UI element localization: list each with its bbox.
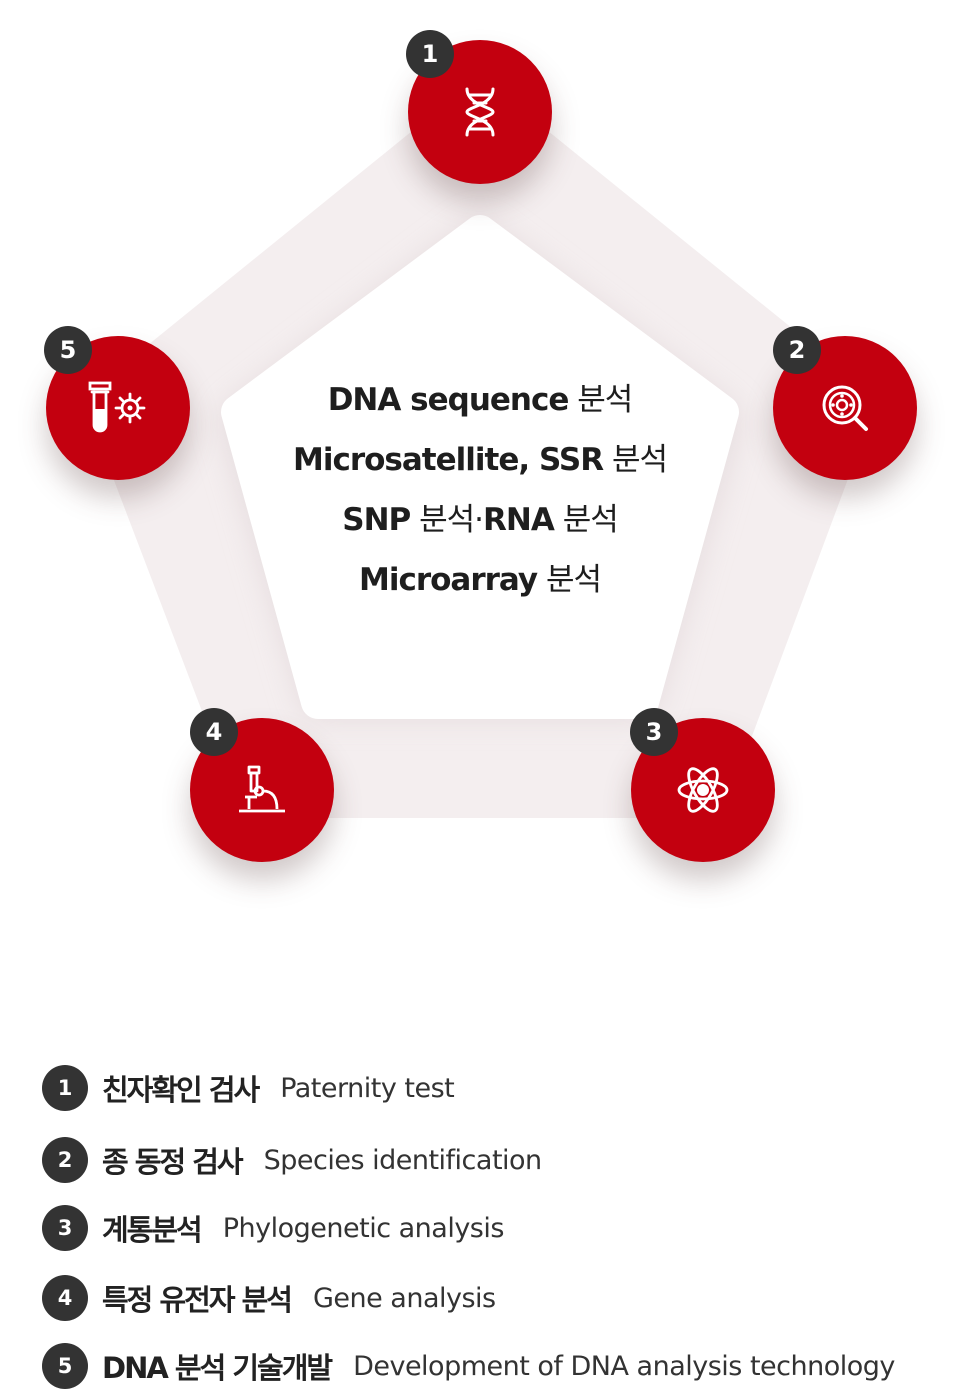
legend-label-ko: 친자확인 검사 — [102, 1073, 260, 1107]
test-tube-virus-icon — [88, 381, 146, 433]
legend-item-dna-technology: 5 DNA 분석 기술개발 Development of DNA analysi… — [42, 1342, 895, 1390]
center-line-dna-sequence: DNA sequence 분석 — [327, 382, 634, 418]
center-line-microarray: Microarray 분석 — [358, 562, 602, 598]
legend-label-ko: DNA 분석 기술개발 — [102, 1351, 333, 1385]
node-number-2: 2 — [773, 326, 821, 374]
analysis-list: DNA sequence 분석 Microsatellite, SSR 분석 S… — [240, 370, 720, 610]
legend-label-en: Gene analysis — [312, 1282, 496, 1314]
node-number-5: 5 — [44, 326, 92, 374]
legend-item-gene-analysis: 4 특정 유전자 분석 Gene analysis — [42, 1274, 496, 1322]
node-paternity-test — [408, 40, 552, 184]
legend-label-ko: 특정 유전자 분석 — [102, 1283, 293, 1317]
legend-label-en: Species identification — [263, 1144, 543, 1176]
pentagon-ring — [88, 84, 873, 818]
legend-number: 2 — [42, 1137, 88, 1183]
microscope-icon — [239, 765, 285, 813]
virus-magnifier-icon — [822, 385, 868, 431]
node-number-3: 3 — [630, 708, 678, 756]
node-number-1: 1 — [406, 30, 454, 78]
node-phylogenetic-analysis — [631, 718, 775, 862]
pentagon-diagram: DNA sequence 분석 Microsatellite, SSR 분석 S… — [44, 30, 917, 862]
legend-label-en: Development of DNA analysis technology — [353, 1350, 895, 1382]
legend-item-phylogenetic-analysis: 3 계통분석 Phylogenetic analysis — [42, 1204, 504, 1252]
center-line-snp-rna: SNP 분석·RNA 분석 — [342, 502, 618, 538]
legend-item-species-identification: 2 종 동정 검사 Species identification — [42, 1136, 542, 1184]
atom-icon — [677, 767, 729, 813]
legend-number: 4 — [42, 1275, 88, 1321]
legend-label-en: Phylogenetic analysis — [222, 1212, 505, 1244]
legend-label-en: Paternity test — [280, 1072, 455, 1104]
node-species-identification — [773, 336, 917, 480]
legend-label-ko: 종 동정 검사 — [102, 1145, 244, 1179]
node-number-4: 4 — [190, 708, 238, 756]
legend-number: 1 — [42, 1065, 88, 1111]
legend-label-ko: 계통분석 — [102, 1213, 203, 1247]
legend-item-paternity-test: 1 친자확인 검사 Paternity test — [42, 1064, 455, 1112]
center-line-microsatellite: Microsatellite, SSR 분석 — [293, 442, 668, 478]
legend-number: 5 — [42, 1343, 88, 1389]
legend-number: 3 — [42, 1205, 88, 1251]
dna-helix-icon — [465, 87, 495, 137]
